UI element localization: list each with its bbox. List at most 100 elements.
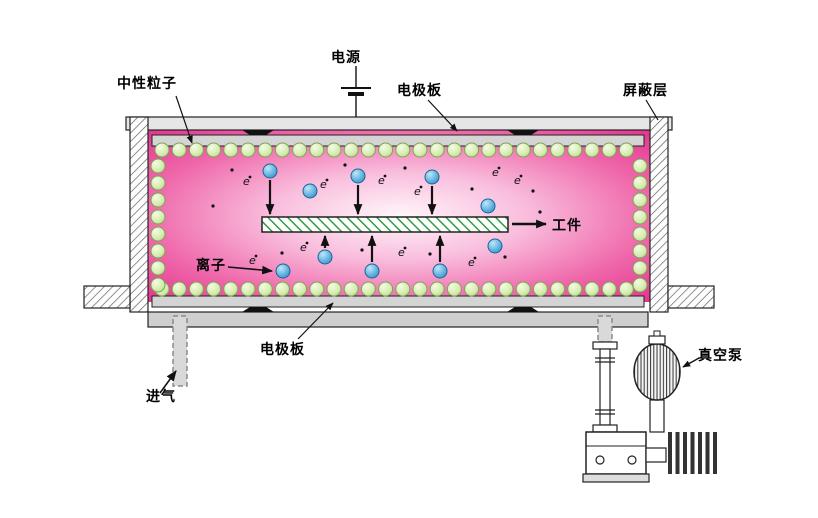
leader-ion — [227, 265, 274, 275]
electron-dot — [473, 256, 477, 260]
neutral-particle — [257, 281, 273, 297]
electron-dot — [403, 246, 407, 250]
neutral-particle — [240, 142, 256, 158]
neutral-particle — [378, 142, 394, 158]
neutral-particle — [378, 281, 394, 297]
particle-dot — [503, 255, 507, 259]
neutral-particle — [150, 192, 166, 208]
electron-dot — [519, 174, 523, 178]
pump-base — [582, 473, 650, 483]
label-shield-layer: 屏蔽层 — [623, 83, 668, 99]
neutral-particle — [632, 260, 648, 276]
neutral-particle — [395, 142, 411, 158]
label-ion: 离子 — [196, 258, 226, 274]
neutral-particle — [618, 281, 634, 297]
leader-electrode-bottom — [297, 302, 334, 340]
neutral-particle — [171, 142, 187, 158]
ion-particle — [275, 263, 291, 279]
neutral-particle — [154, 142, 170, 158]
electron-label: e — [492, 166, 499, 179]
neutral-particle — [632, 209, 648, 225]
neutral-particle — [343, 281, 359, 297]
neutral-particle — [632, 192, 648, 208]
label-vacuum-pump: 真空泵 — [698, 348, 743, 364]
vacuum-pipe — [592, 315, 618, 433]
neutral-particle — [632, 243, 648, 259]
neutral-particle — [515, 281, 531, 297]
ion-particle — [364, 263, 380, 279]
neutral-particle — [464, 142, 480, 158]
neutral-particle — [206, 281, 222, 297]
neutral-particle — [274, 281, 290, 297]
neutral-particle — [274, 142, 290, 158]
pump-fins — [668, 432, 717, 474]
clamp-top-left — [242, 130, 274, 135]
neutral-particle — [567, 142, 583, 158]
gas-inlet-pipe — [172, 315, 188, 387]
electron-dot — [419, 185, 423, 189]
gas-inlet-arrow — [159, 370, 177, 394]
leader-vacuum-pump — [682, 357, 700, 368]
ion-particle — [480, 198, 496, 214]
neutral-particle — [292, 281, 308, 297]
neutral-particle — [601, 142, 617, 158]
electron-label: e — [414, 185, 421, 198]
bottom-electrode-plate — [151, 295, 645, 308]
label-electrode-top: 电极板 — [397, 83, 442, 99]
electron-dot — [325, 178, 329, 182]
neutral-particle — [395, 281, 411, 297]
neutral-particle — [150, 209, 166, 225]
pump-body — [585, 431, 647, 475]
particle-dot — [428, 252, 432, 256]
neutral-particle — [632, 277, 648, 293]
neutral-particle — [515, 142, 531, 158]
neutral-particle — [532, 142, 548, 158]
leader-shield-layer — [645, 99, 659, 121]
particle-dot — [280, 251, 284, 255]
shield-wall-right — [649, 116, 669, 313]
neutral-particle — [481, 142, 497, 158]
neutral-particle — [632, 226, 648, 242]
neutral-particle — [150, 243, 166, 259]
electron-dot — [305, 241, 309, 245]
neutral-particle — [498, 281, 514, 297]
electron-dot — [248, 175, 252, 179]
chamber-lid — [125, 116, 673, 131]
ion-particle — [424, 169, 440, 185]
electron-label: e — [249, 254, 256, 267]
label-power: 电源 — [331, 50, 361, 66]
particle-dot — [531, 189, 535, 193]
neutral-particle — [150, 226, 166, 242]
neutral-particle — [188, 142, 204, 158]
vacuum-pump — [582, 330, 717, 483]
workpiece-bar — [261, 216, 509, 233]
left-flange-pipe — [83, 285, 131, 309]
electron-label: e — [320, 178, 327, 191]
electron-label: e — [243, 175, 250, 188]
base-plate — [147, 311, 649, 328]
leader-neutral-particles — [175, 95, 193, 144]
neutral-particle — [601, 281, 617, 297]
particle-dot — [470, 187, 474, 191]
neutral-particle — [429, 281, 445, 297]
plasma-region — [148, 130, 650, 302]
particle-dot — [360, 248, 364, 252]
neutral-particle — [292, 142, 308, 158]
neutral-particle — [584, 142, 600, 158]
ion-particle — [350, 168, 366, 184]
neutral-particle — [240, 281, 256, 297]
electron-label: e — [378, 174, 385, 187]
neutral-particle — [550, 281, 566, 297]
particle-dot — [403, 166, 407, 170]
neutral-particle — [567, 281, 583, 297]
neutral-particle — [326, 142, 342, 158]
electron-label: e — [468, 256, 475, 269]
neutral-particle — [429, 142, 445, 158]
label-neutral-particles: 中性粒子 — [117, 76, 177, 92]
neutral-particle — [188, 281, 204, 297]
neutral-particle — [618, 142, 634, 158]
neutral-particle — [171, 281, 187, 297]
electron-label: e — [300, 241, 307, 254]
electron-dot — [254, 254, 258, 258]
